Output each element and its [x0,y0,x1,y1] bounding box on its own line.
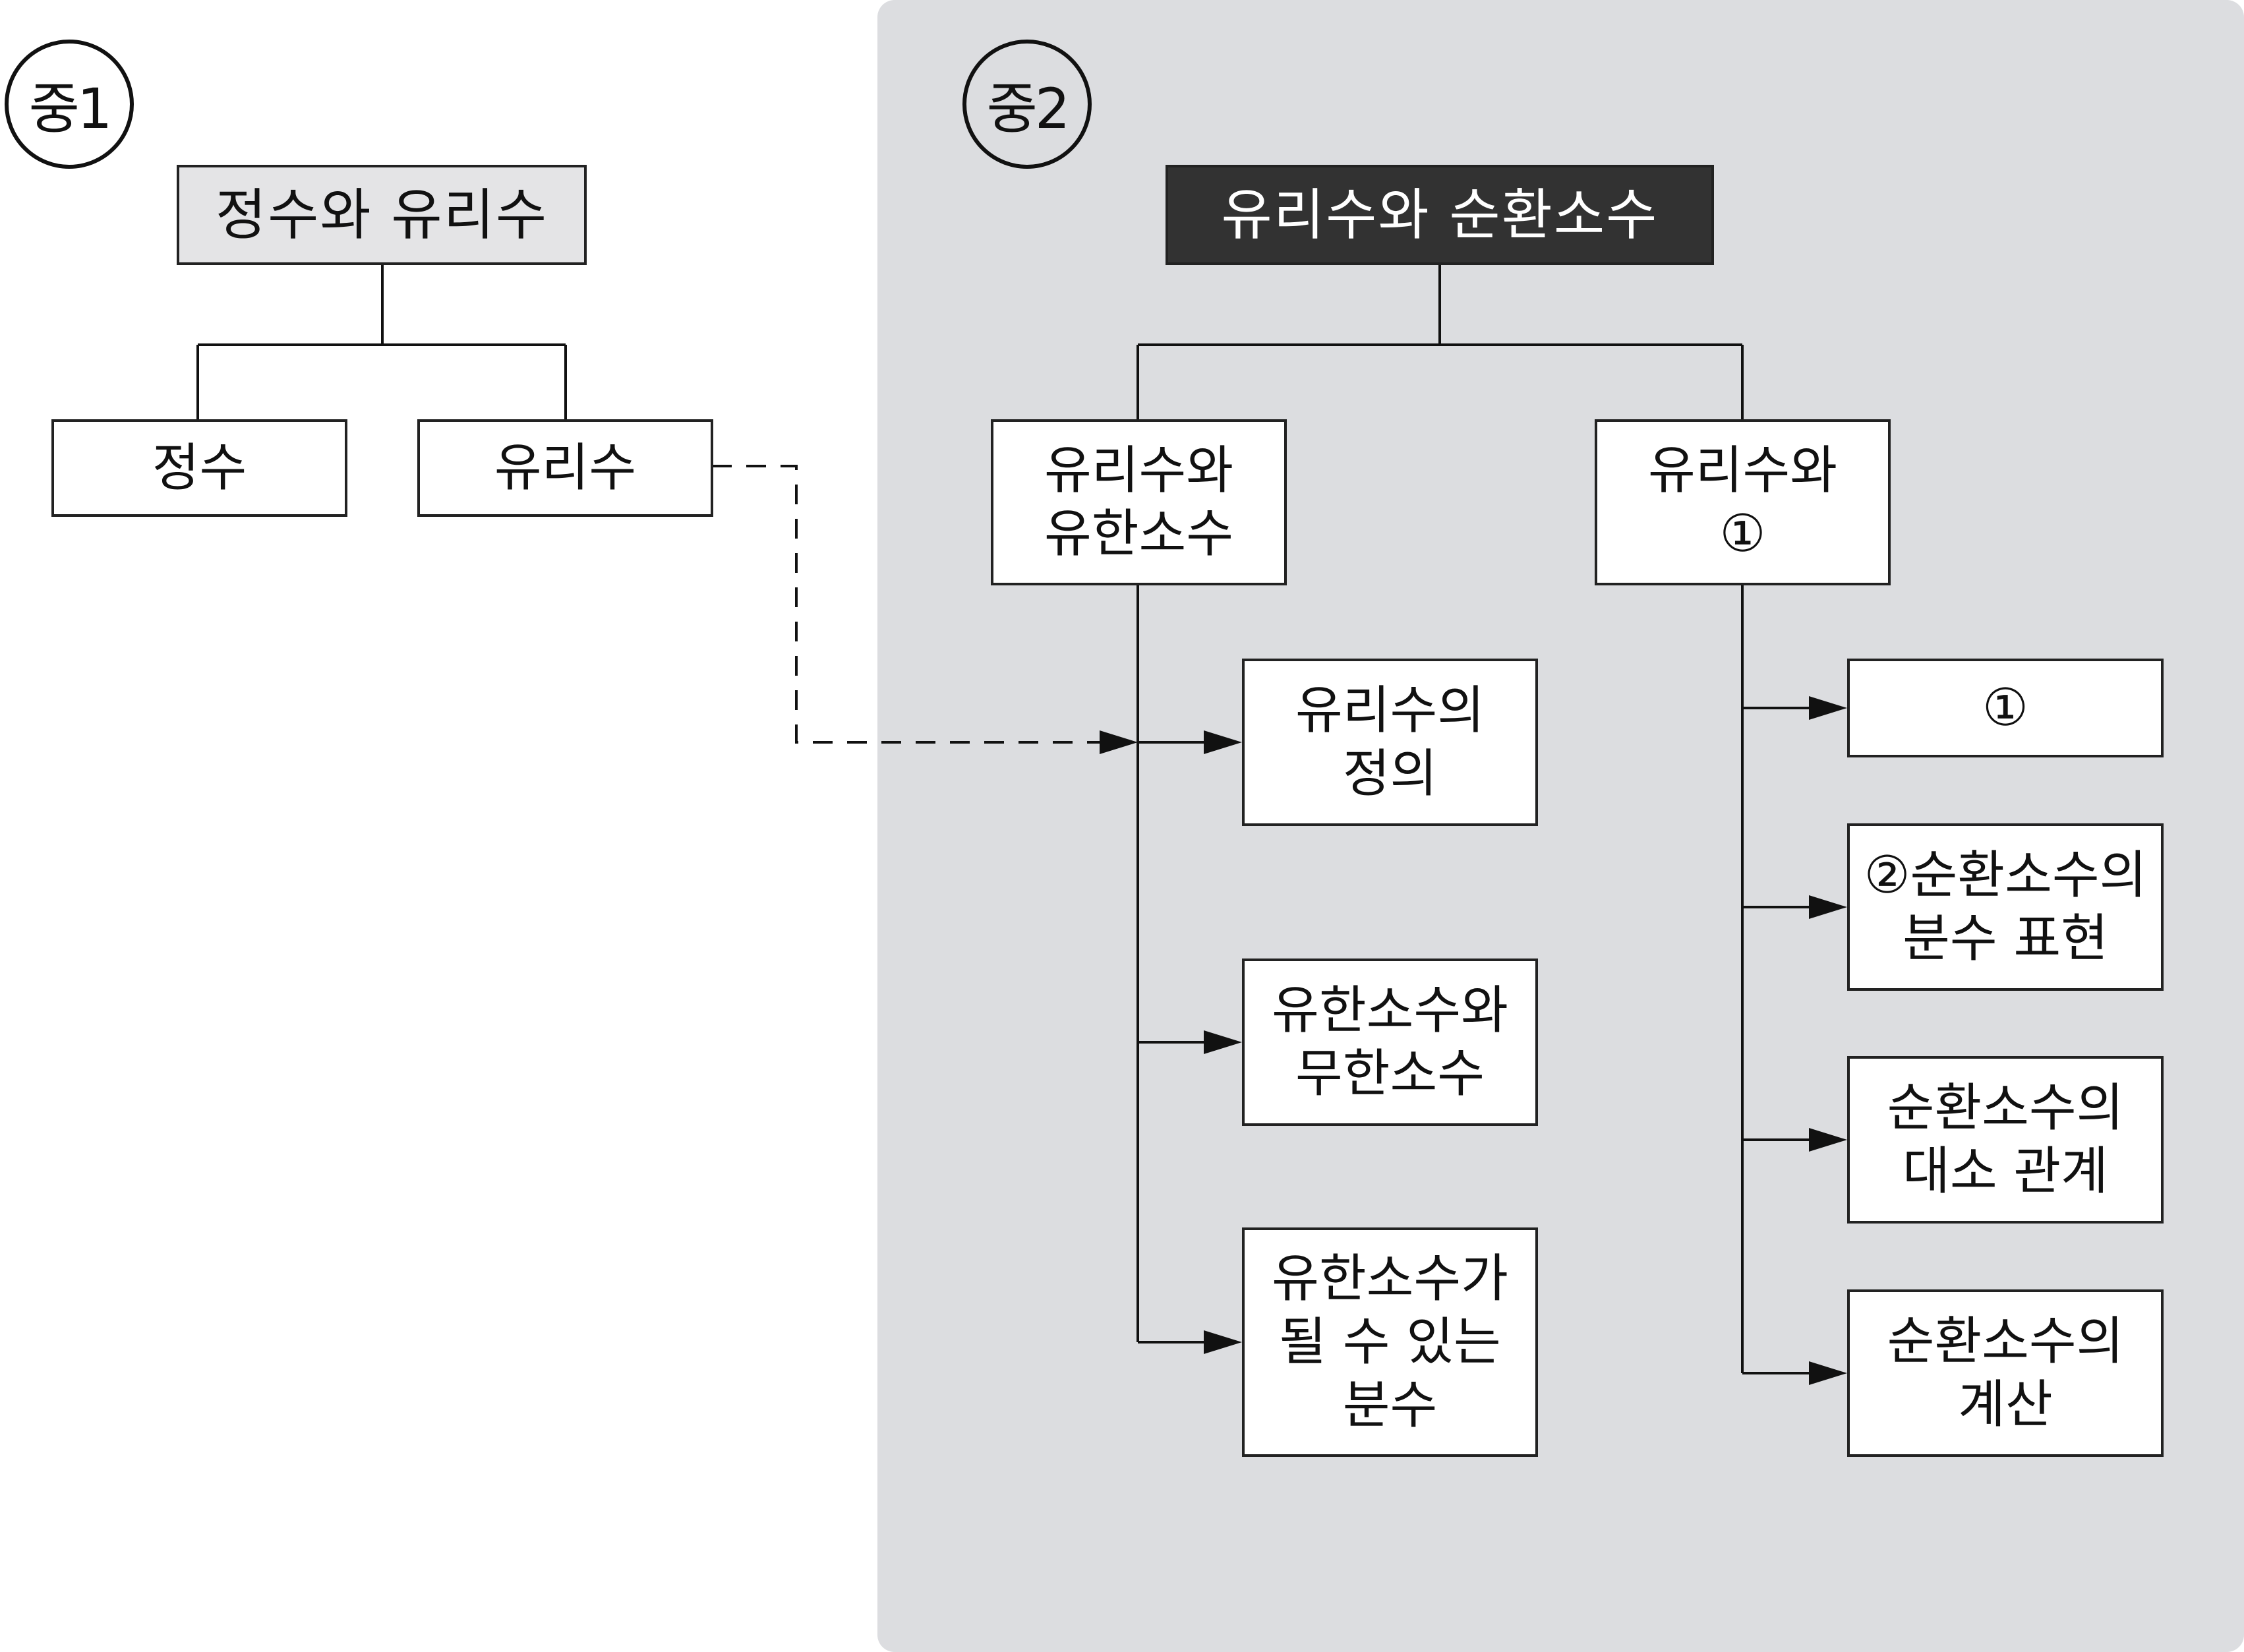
g2-right-item-4: 순환소수의 계산 [1847,1289,2164,1457]
g2-branch-right: 유리수와 ① [1595,419,1891,585]
g2-left-item-1: 유리수의 정의 [1242,659,1538,826]
dashed-link [712,465,1111,744]
grade2-badge: 중2 [962,40,1092,169]
arrowhead-left-2 [1204,1030,1242,1054]
g2-tree-lines [1137,265,1744,419]
grade1-badge: 중1 [5,40,134,169]
arrowhead-right-2 [1809,895,1847,919]
g2-right-item-3: 순환소수의 대소 관계 [1847,1056,2164,1224]
arrowhead-right-1 [1809,696,1847,720]
arrowhead-right-4 [1809,1361,1847,1385]
arrowhead-left-3 [1204,1330,1242,1354]
g2-right-item-1: ① [1847,659,2164,757]
g2-title-box: 유리수와 순환소수 [1166,165,1714,265]
g2-right-item-2: ②순환소수의 분수 표현 [1847,823,2164,991]
g2-branch-left: 유리수와 유한소수 [991,419,1287,585]
g1-tree-lines [196,265,567,419]
g1-child-rational: 유리수 [417,419,713,517]
arrowhead-left-1 [1204,730,1242,754]
g1-title-box: 정수와 유리수 [177,165,587,265]
g1-child-integer: 정수 [51,419,347,517]
g2-left-item-3: 유한소수가 될 수 있는 분수 [1242,1227,1538,1457]
arrowhead-right-3 [1809,1128,1847,1152]
arrowhead-dashed [1100,730,1138,754]
g2-left-item-2: 유한소수와 무한소수 [1242,959,1538,1126]
